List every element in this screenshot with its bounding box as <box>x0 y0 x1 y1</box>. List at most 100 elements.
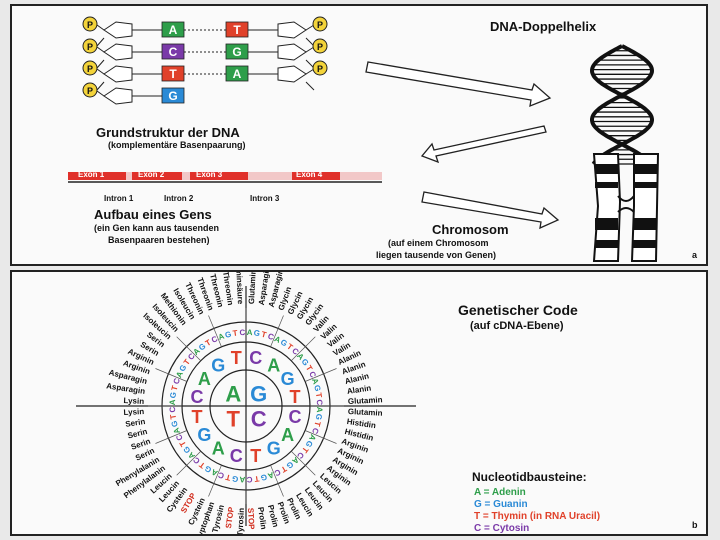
gene-structure-subtitle-1: (ein Gen kann aus tausenden <box>94 223 220 233</box>
outer-base-letter: A <box>191 346 201 357</box>
backbone-link <box>96 81 105 91</box>
outer-base-letter: C <box>273 467 282 478</box>
arrow-to-helix <box>365 61 552 108</box>
outer-base-letter: C <box>239 328 245 337</box>
outer-base-letter: T <box>197 460 206 470</box>
wheel-spoke <box>270 315 284 348</box>
outer-base-letter: C <box>310 427 320 436</box>
sugar-icon <box>103 21 133 39</box>
outer-base-letter: T <box>314 392 324 398</box>
phosphate-label: P <box>317 64 323 74</box>
outer-base-letter: A <box>174 370 185 379</box>
backbone-link <box>96 68 105 75</box>
wheel-spoke <box>270 464 284 497</box>
outer-base-letter: C <box>315 399 324 405</box>
middle-base-letter: G <box>281 369 295 389</box>
legend-item-guanin: G = Guanin <box>474 499 528 510</box>
amino-acid-label: Serin <box>125 417 146 429</box>
phosphate-label: P <box>87 86 93 96</box>
amino-acid-label: Tyrosin <box>236 508 246 534</box>
amino-acid-label: Alanin <box>346 383 372 396</box>
outer-base-letter: A <box>246 328 252 337</box>
outer-base-letter: G <box>253 328 260 338</box>
middle-base-letter: T <box>191 407 202 427</box>
amino-acid-label: Lysin <box>123 407 144 417</box>
outer-base-letter: A <box>168 399 177 405</box>
phosphate-label: P <box>317 20 323 30</box>
outer-base-letter: C <box>172 377 182 386</box>
backbone-link <box>305 24 315 31</box>
outer-base-letter: C <box>191 455 201 466</box>
outer-base-letter: T <box>285 342 294 352</box>
middle-base-letter: A <box>212 439 225 459</box>
sugar-icon <box>277 65 307 83</box>
outer-base-letter: C <box>210 334 219 345</box>
outer-base-letter: G <box>300 357 311 367</box>
amino-acid-label: Glutaminsäure <box>233 272 245 305</box>
outer-base-letter: A <box>290 455 300 466</box>
backbone-link <box>96 59 105 69</box>
amino-acid-label: STOP <box>246 508 256 531</box>
middle-base-letter: C <box>230 446 243 466</box>
phosphate-label: P <box>87 20 93 30</box>
outer-base-letter: A <box>307 433 318 442</box>
backbone-link <box>96 46 105 53</box>
genetic-code-subtitle: (auf cDNA-Ebene) <box>470 320 564 332</box>
outer-base-letter: T <box>304 364 314 373</box>
sugar-icon <box>103 65 133 83</box>
base-letter-right: G <box>232 45 241 59</box>
middle-base-letter: G <box>267 439 281 459</box>
exon-3-label: Exon 3 <box>196 170 223 179</box>
wheel-spoke <box>291 451 316 476</box>
outer-base-letter: C <box>174 433 185 442</box>
wheel-spoke <box>155 368 188 382</box>
exon-4-label: Exon 4 <box>296 170 323 179</box>
middle-base-letter: C <box>289 407 302 427</box>
inner-base-letter: T <box>227 407 241 432</box>
gene-structure-subtitle-2: Basenpaaren bestehen) <box>108 235 210 245</box>
middle-base-letter: C <box>249 348 262 368</box>
wheel-spoke <box>291 336 316 361</box>
backbone-link <box>96 24 105 31</box>
gene-bar <box>68 172 382 183</box>
outer-base-letter: A <box>172 426 182 435</box>
outer-base-letter: T <box>178 439 188 448</box>
base-letter-right: T <box>233 23 241 37</box>
backbone-link <box>305 68 315 75</box>
phosphate-icon <box>312 38 328 54</box>
backbone-link <box>96 37 105 47</box>
sugar-icon <box>277 43 307 61</box>
outer-base-letter: G <box>231 474 238 484</box>
amino-acid-label: Glutaminsäure <box>247 272 259 304</box>
amino-acid-label: Glutamin <box>348 395 383 406</box>
outer-base-letter: A <box>266 470 275 480</box>
phosphate-icon <box>82 82 98 98</box>
base-letter-left: A <box>169 23 178 37</box>
sugar-icon <box>103 87 133 105</box>
inner-base-letter: C <box>251 407 267 432</box>
middle-base-letter: G <box>211 355 225 375</box>
base-letter-right: A <box>233 67 242 81</box>
dna-structure-title: Grundstruktur der DNA <box>96 125 240 140</box>
outer-base-letter: C <box>307 370 318 379</box>
wheel-spoke <box>208 315 222 348</box>
outer-base-letter: A <box>239 475 245 484</box>
outer-base-letter: T <box>225 472 232 482</box>
outer-base-letter: C <box>290 346 300 357</box>
phosphate-label: P <box>87 64 93 74</box>
outer-base-letter: C <box>217 470 226 480</box>
amino-acid-label: Glutamin <box>348 407 383 418</box>
sugar-icon <box>277 21 307 39</box>
exon-1-label: Exon 1 <box>78 170 105 179</box>
legend-title: Nucleotidbausteine: <box>472 470 587 484</box>
intron-1-label: Intron 1 <box>104 194 134 203</box>
outer-base-letter: T <box>182 357 192 366</box>
intron-2-label: Intron 2 <box>164 194 194 203</box>
